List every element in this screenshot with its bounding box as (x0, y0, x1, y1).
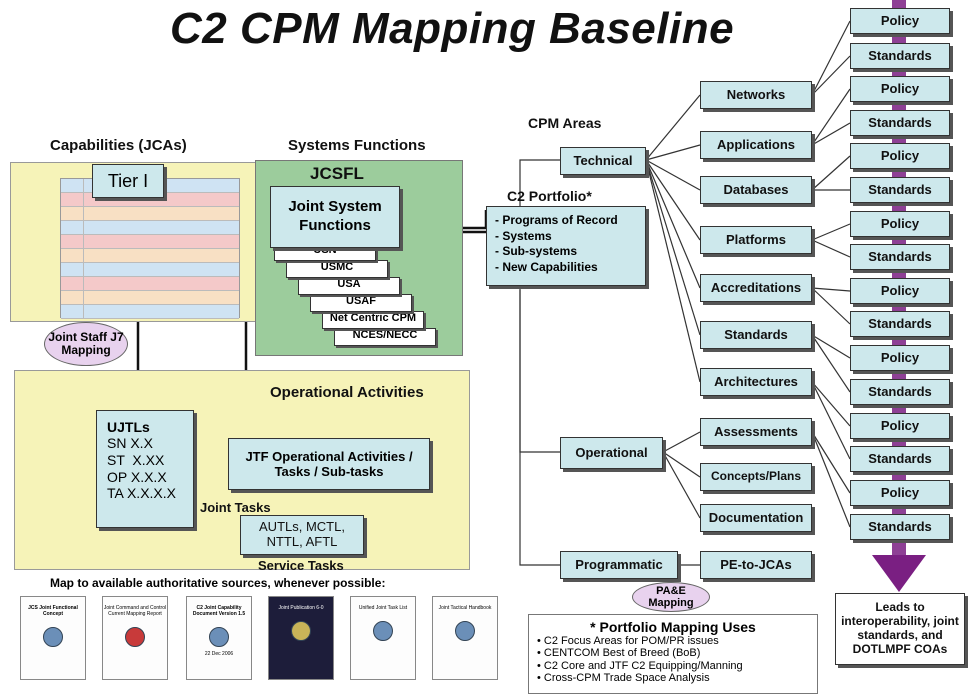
capabilities-header: Capabilities (JCAs) (50, 137, 187, 154)
joint-staff-mapping-oval: Joint Staff J7 Mapping (44, 322, 128, 366)
service-usaf: USAF (310, 294, 412, 312)
policy-box: Policy (850, 278, 950, 304)
policy-box: Policy (850, 413, 950, 439)
standards-box: Standards (850, 177, 950, 203)
policy-box: Policy (850, 211, 950, 237)
leads-to-box: Leads to interoperability, joint standar… (835, 593, 965, 665)
policy-box: Policy (850, 76, 950, 102)
service-usmc: USMC (286, 260, 388, 278)
standards-area-box: Standards (700, 321, 812, 349)
portfolio-item: - Sub-systems (495, 244, 578, 259)
joint-tasks-label: Joint Tasks (200, 500, 271, 515)
ujtl-line: OP X.X.X (107, 468, 167, 485)
ujtl-line: TA X.X.X.X (107, 485, 176, 502)
databases-box: Databases (700, 176, 812, 204)
source-doc: Joint Tactical Handbook (432, 596, 498, 680)
service-netcentric: Net Centric CPM (322, 311, 424, 329)
standards-box: Standards (850, 311, 950, 337)
use-item: • CENTCOM Best of Breed (BoB) (537, 647, 701, 660)
pae-mapping-oval: PA&E Mapping (632, 582, 710, 612)
standards-box: Standards (850, 244, 950, 270)
technical-box: Technical (560, 147, 646, 175)
service-nces: NCES/NECC (334, 328, 436, 346)
documentation-box: Documentation (700, 504, 812, 532)
source-doc: C2 Joint Capability Document Version 1.5… (186, 596, 252, 680)
ujtl-line: SN X.X (107, 435, 153, 451)
jcsfl-label: JCSFL (310, 164, 364, 183)
accreditations-box: Accreditations (700, 274, 812, 302)
service-tasks-label: Service Tasks (258, 558, 344, 573)
use-item: • C2 Core and JTF C2 Equipping/Manning (537, 659, 743, 672)
portfolio-uses-title: * Portfolio Mapping Uses (590, 619, 756, 635)
policy-box: Policy (850, 345, 950, 371)
portfolio-item: - New Capabilities (495, 259, 598, 274)
cpm-areas-header: CPM Areas (528, 115, 602, 131)
c2-portfolio-header: C2 Portfolio* (507, 188, 592, 204)
operational-box: Operational (560, 437, 663, 469)
architectures-box: Architectures (700, 368, 812, 396)
page-title: C2 CPM Mapping Baseline (170, 4, 735, 53)
platforms-box: Platforms (700, 226, 812, 254)
tier-scroll: Tier I (92, 164, 164, 198)
systems-functions-header: Systems Functions (288, 137, 426, 154)
portfolio-item: - Systems (495, 228, 552, 243)
service-lists-box: AUTLs, MCTL, NTTL, AFTL (240, 515, 364, 555)
jca-table (60, 178, 240, 319)
concepts-plans-box: Concepts/Plans (700, 463, 812, 491)
standards-box: Standards (850, 43, 950, 69)
source-doc: Unified Joint Task List (350, 596, 416, 680)
standards-box: Standards (850, 110, 950, 136)
source-doc: JCS Joint Functional Concept (20, 596, 86, 680)
ujtls-title: UJTLs (107, 419, 150, 435)
c2-portfolio-scroll: - Programs of Record - Systems - Sub-sys… (486, 206, 646, 286)
portfolio-uses-box: * Portfolio Mapping Uses • C2 Focus Area… (528, 614, 818, 694)
standards-box: Standards (850, 514, 950, 540)
policy-box: Policy (850, 8, 950, 34)
assessments-box: Assessments (700, 418, 812, 446)
joint-system-functions-scroll: Joint System Functions (270, 186, 400, 248)
standards-box: Standards (850, 379, 950, 405)
portfolio-item: - Programs of Record (495, 213, 618, 227)
map-sources-label: Map to available authoritative sources, … (50, 576, 386, 590)
source-doc: Joint Publication 6-0 (268, 596, 334, 680)
ujtls-scroll: UJTLs SN X.X ST X.XX OP X.X.X TA X.X.X.X (96, 410, 194, 528)
operational-activities-header: Operational Activities (270, 384, 424, 401)
applications-box: Applications (700, 131, 812, 159)
use-item: • Cross-CPM Trade Space Analysis (537, 671, 710, 684)
use-item: • C2 Focus Areas for POM/PR issues (537, 635, 719, 647)
programmatic-box: Programmatic (560, 551, 678, 579)
source-doc: Joint Command and Control Current Mappin… (102, 596, 168, 680)
pe-to-jcas-box: PE-to-JCAs (700, 551, 812, 579)
standards-box: Standards (850, 446, 950, 472)
policy-box: Policy (850, 480, 950, 506)
service-usa: USA (298, 277, 400, 295)
jtf-operational-scroll: JTF Operational Activities / Tasks / Sub… (228, 438, 430, 490)
policy-box: Policy (850, 143, 950, 169)
ujtl-line: ST X.XX (107, 451, 165, 468)
networks-box: Networks (700, 81, 812, 109)
